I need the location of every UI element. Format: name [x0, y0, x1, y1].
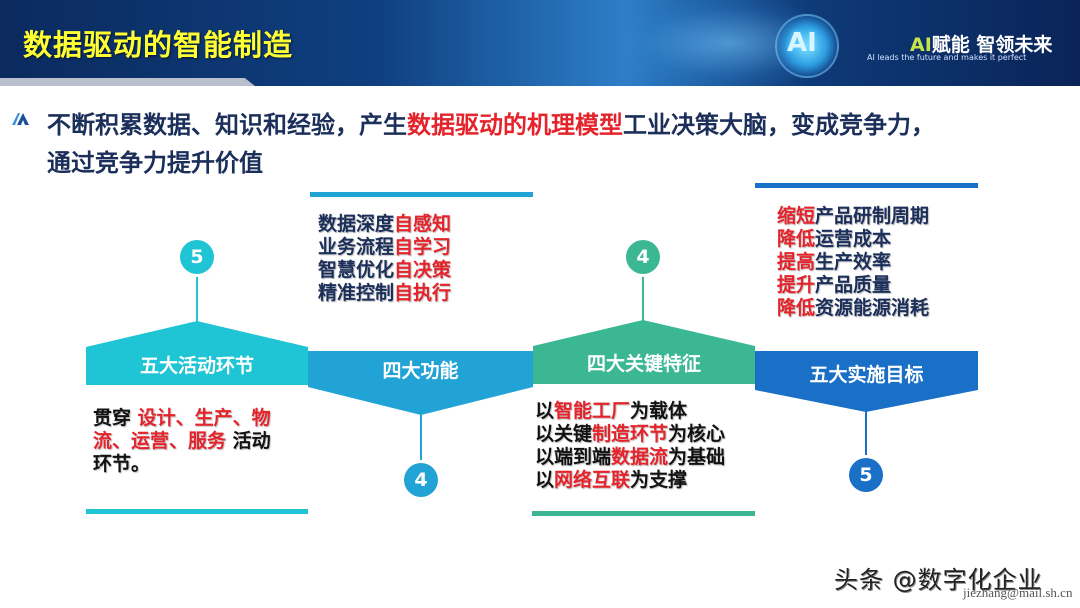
segment-3-shape [533, 320, 755, 384]
segment-2-shape [308, 351, 533, 415]
intro-statement: 不断积累数据、知识和经验，产生数据驱动的机理模型工业决策大脑，变成竞争力， 通过… [47, 106, 1067, 182]
ai-slogan: AI赋能 智领未来 [910, 30, 1052, 57]
content-line: 精准控制自执行 [318, 282, 452, 304]
segment-3-label: 四大关键特征 [586, 353, 701, 375]
content-line: 数据深度自感知 [318, 213, 452, 235]
mountain-logo-icon [12, 113, 29, 125]
segment-3-badge: 4 [626, 240, 660, 274]
content-line: 环节。 [93, 453, 151, 475]
content-line: 流、运营、服务 活动 [93, 430, 271, 452]
segment-2-badge: 4 [404, 463, 438, 497]
ai-orb-icon [775, 14, 839, 78]
content-line: 以智能工厂为载体 [535, 400, 688, 422]
segment-2-label: 四大功能 [382, 360, 459, 382]
segment-4-rule [755, 183, 978, 188]
watermark-email: jiezhang@mail.sh.cn [963, 585, 1073, 600]
ai-logo-text: AI [787, 28, 817, 58]
stem-4 [865, 411, 867, 461]
ai-slogan-ai: AI [910, 34, 932, 56]
segment-4-badge: 5 [849, 458, 883, 492]
segment-2-content: 数据深度自感知 业务流程自学习 智慧优化自决策 精准控制自执行 [318, 213, 451, 305]
segment-3-rule [532, 511, 755, 516]
content-line: 缩短产品研制周期 [777, 205, 930, 227]
segment-4-label: 五大实施目标 [809, 364, 924, 386]
watermark-text: 头条 @数字化企业 [834, 566, 1043, 594]
content-line: 智慧优化自决策 [318, 259, 452, 281]
content-line: 降低资源能源消耗 [777, 297, 930, 319]
segment-1-shape [86, 321, 308, 385]
stem-1 [196, 272, 198, 322]
segment-1-badge: 5 [180, 240, 214, 274]
content-line: 以端到端数据流为基础 [535, 446, 726, 468]
stem-3 [642, 272, 644, 322]
intro-part1: 不断积累数据、知识和经验，产生 [47, 111, 407, 139]
intro-highlight: 数据驱动的机理模型 [407, 111, 623, 139]
segment-1-rule [86, 509, 308, 514]
stem-2 [420, 414, 422, 464]
intro-part2: 工业决策大脑，变成竞争力， [623, 111, 935, 139]
header-tab-strip [0, 78, 255, 86]
content-line: 降低运营成本 [777, 228, 892, 250]
ai-slogan-rest: 赋能 智领未来 [931, 34, 1053, 56]
ai-slogan-sub: AI leads the future and makes it perfect [867, 53, 1027, 62]
segment-1-label: 五大活动环节 [139, 355, 254, 377]
content-line: 业务流程自学习 [318, 236, 452, 258]
segment-2-rule [310, 192, 533, 197]
segment-4-content: 缩短产品研制周期 降低运营成本 提高生产效率 提升产品质量 降低资源能源消耗 [777, 205, 929, 320]
segment-4-shape [755, 351, 978, 412]
page-title: 数据驱动的智能制造 [23, 28, 294, 62]
content-line: 提高生产效率 [777, 251, 892, 273]
content-line: 贯穿 设计、生产、物 [93, 407, 271, 429]
content-line: 提升产品质量 [777, 274, 892, 296]
intro-line2: 通过竞争力提升价值 [47, 149, 263, 177]
content-line: 以网络互联为支撑 [535, 469, 688, 491]
segment-3-content: 以智能工厂为载体 以关键制造环节为核心 以端到端数据流为基础 以网络互联为支撑 [535, 400, 725, 492]
segment-1-content: 贯穿 设计、生产、物 流、运营、服务 活动 环节。 [93, 407, 271, 476]
content-line: 以关键制造环节为核心 [535, 423, 726, 445]
